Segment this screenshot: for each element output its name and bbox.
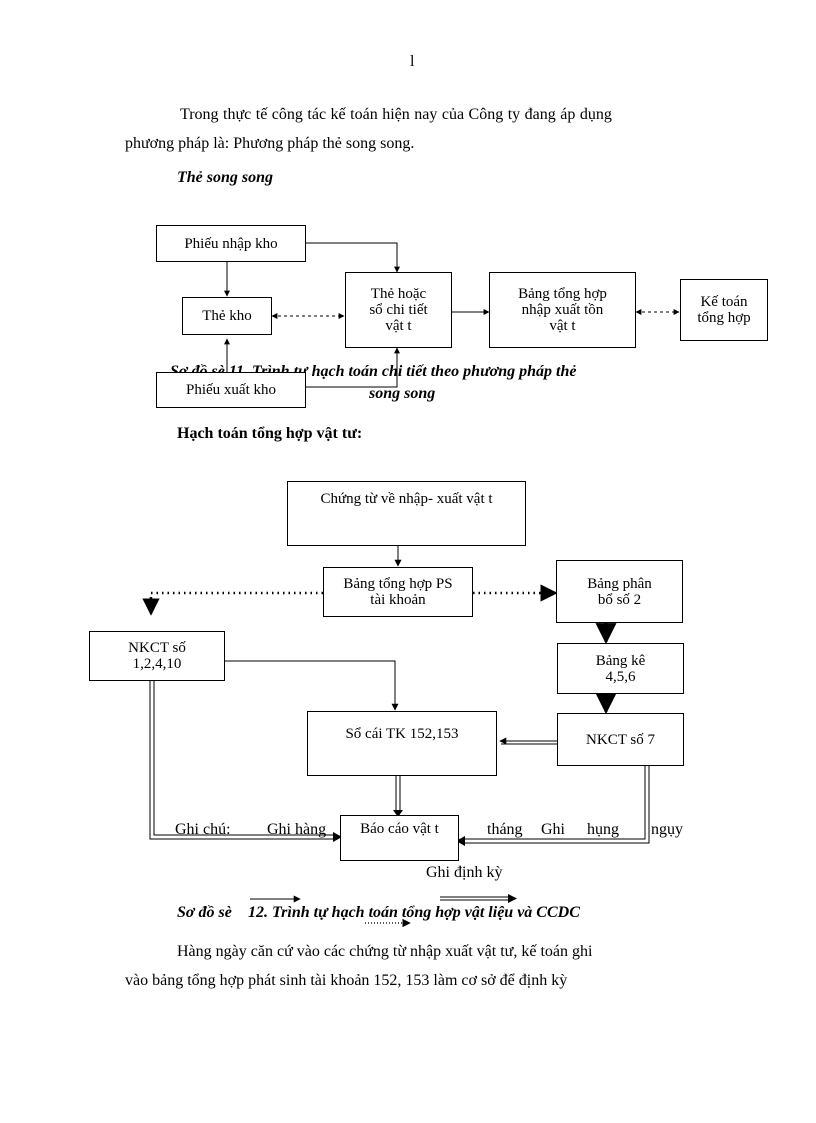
box-bang-ke-4-5-6: Bảng kê 4,5,6 [557, 643, 684, 694]
box-the-kho: Thẻ kho [182, 297, 272, 335]
closing-line-2: vào bảng tổng hợp phát sinh tài khoản 15… [125, 972, 568, 989]
section-title-the-song-song: Thẻ song song [177, 169, 274, 186]
diagram-2-caption: 12. Trình tự hạch toán tổng hợp vật liệu… [248, 904, 580, 921]
box-bang-phan-bo-so-2: Bảng phân bổ số 2 [556, 560, 683, 623]
box-nkct-so-7: NKCT số 7 [557, 713, 684, 766]
box-bao-cao-vat-tu: Báo cáo vật t [340, 815, 459, 861]
intro-line-1: Trong thực tế công tác kế toán hiện nay … [180, 106, 612, 123]
legend-hang: hụng [587, 821, 619, 838]
page-number: l [410, 53, 415, 70]
box-nkct-1-2-4-10: NKCT số 1,2,4,10 [89, 631, 225, 681]
legend-ghi: Ghi [541, 821, 565, 838]
legend-ghi-hang: Ghi hàng [267, 821, 327, 838]
legend-thang: tháng [487, 821, 523, 838]
box-chung-tu-nhap-xuat: Chứng từ về nhập- xuất vật t [287, 481, 526, 546]
box-phieu-nhap-kho: Phiếu nhập kho [156, 225, 306, 262]
legend-ghi-chu: Ghi chú: [175, 821, 231, 838]
diagram-1-caption-line-2: song song [369, 385, 436, 402]
box-phieu-xuat-kho: Phiếu xuất kho [156, 372, 306, 408]
box-the-hoac-so-chi-tiet: Thẻ hoặc sổ chi tiết vật t [345, 272, 452, 348]
diagram-2-caption-prefix: Sơ đồ sè [177, 904, 232, 921]
box-bang-tong-hop-nxt: Bảng tổng hợp nhập xuất tồn vật t [489, 272, 636, 348]
box-ke-toan-tong-hop: Kế toán tổng hợp [680, 279, 768, 341]
legend-ngay: ngụy [651, 821, 683, 838]
box-bang-tong-hop-ps: Bảng tổng hợp PS tài khoản [323, 567, 473, 617]
section-title-hach-toan-tong-hop: Hạch toán tổng hợp vật tư: [177, 425, 363, 442]
box-so-cai-tk: Sổ cái TK 152,153 [307, 711, 497, 776]
intro-line-2: phương pháp là: Phương pháp thẻ song son… [125, 135, 415, 152]
closing-line-1: Hàng ngày căn cứ vào các chứng từ nhập x… [177, 943, 593, 960]
legend-ghi-dinh-ky: Ghi định kỳ [426, 864, 503, 881]
